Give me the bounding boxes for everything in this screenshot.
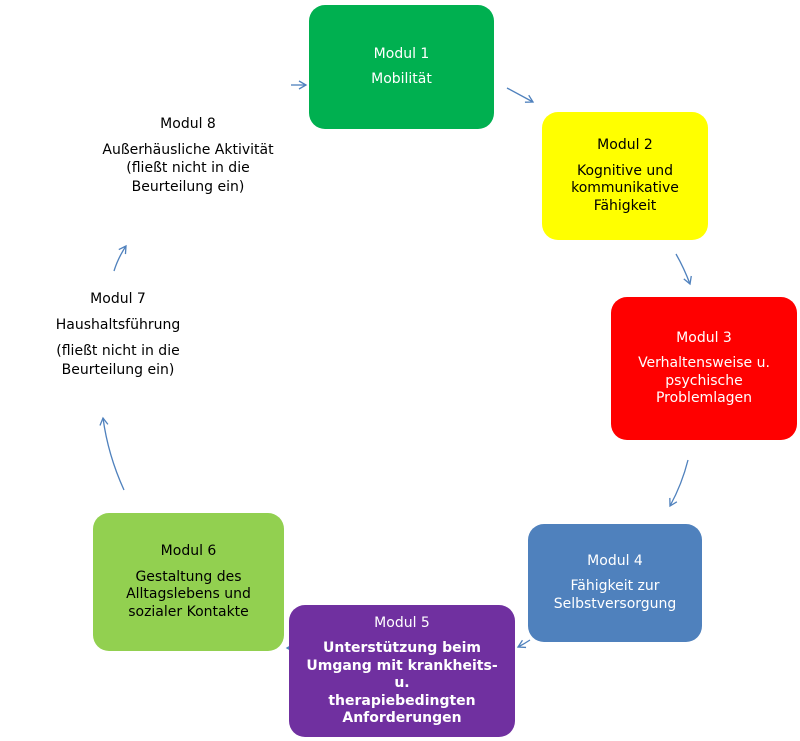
module-5-title: Modul 5: [374, 614, 430, 631]
module-3-line-2: psychische: [665, 372, 743, 389]
module-4-line-1: Fähigkeit zur: [570, 578, 660, 595]
module-3-box: Modul 3 Verhaltensweise u. psychische Pr…: [611, 297, 797, 440]
module-8-title: Modul 8: [160, 116, 216, 132]
module-6-line-3: sozialer Kontakte: [128, 603, 249, 620]
module-2-line-3: Fähigkeit: [593, 197, 657, 214]
arrow-7-to-8: [113, 244, 127, 272]
module-3-title: Modul 3: [676, 329, 732, 346]
module-6-line-1: Gestaltung des: [135, 568, 242, 585]
module-7-line-3: Beurteilung ein): [61, 361, 175, 378]
module-2-title: Modul 2: [597, 137, 653, 153]
module-5-line-1: Unterstützung beim: [323, 640, 481, 656]
module-7-line-2: (fließt nicht in die: [56, 343, 180, 360]
module-8-text: Modul 8 Außerhäusliche Aktivität (fließt…: [88, 115, 288, 196]
module-6-line-2: Alltagslebens und: [126, 586, 251, 602]
module-6-box: Modul 6 Gestaltung des Alltagslebens und…: [93, 513, 284, 651]
module-5-box: Modul 5 Unterstützung beim Umgang mit kr…: [289, 605, 515, 737]
module-1-title: Modul 1: [373, 45, 430, 62]
arrow-2-to-3: [675, 253, 692, 286]
module-4-box: Modul 4 Fähigkeit zur Selbstversorgung: [528, 524, 702, 642]
module-8-line-1: Außerhäusliche Aktivität: [102, 142, 274, 159]
module-2-line-1: Kognitive und: [576, 162, 674, 179]
module-4-line-2: Selbstversorgung: [553, 595, 677, 612]
module-7-title: Modul 7: [90, 291, 146, 307]
module-5-line-4: Anforderungen: [342, 710, 462, 726]
module-2-line-2: kommunikative: [571, 180, 679, 196]
module-4-title: Modul 4: [587, 552, 643, 569]
module-1-line-1: Mobilität: [371, 71, 432, 87]
module-1-box: Modul 1 Mobilität: [309, 5, 494, 129]
module-8-line-3: Beurteilung ein): [131, 178, 245, 195]
arrow-3-to-4: [669, 459, 689, 508]
arrow-6-to-7: [99, 416, 125, 491]
module-5-line-3: therapiebedingten: [328, 692, 476, 709]
arrow-1-to-2: [506, 87, 535, 103]
module-3-line-1: Verhaltensweise u.: [638, 355, 770, 371]
module-7-line-1: Haushaltsführung: [55, 317, 181, 334]
module-7-text: Modul 7 Haushaltsführung (fließt nicht i…: [18, 290, 218, 379]
module-3-line-3: Problemlagen: [655, 390, 753, 406]
module-8-line-2: (fließt nicht in die: [126, 160, 250, 177]
arrow-4-to-5: [516, 639, 531, 649]
module-5-line-2: Umgang mit krankheits-u.: [306, 657, 498, 692]
module-6-title: Modul 6: [160, 543, 217, 559]
module-2-box: Modul 2 Kognitive und kommunikative Fähi…: [542, 112, 708, 240]
